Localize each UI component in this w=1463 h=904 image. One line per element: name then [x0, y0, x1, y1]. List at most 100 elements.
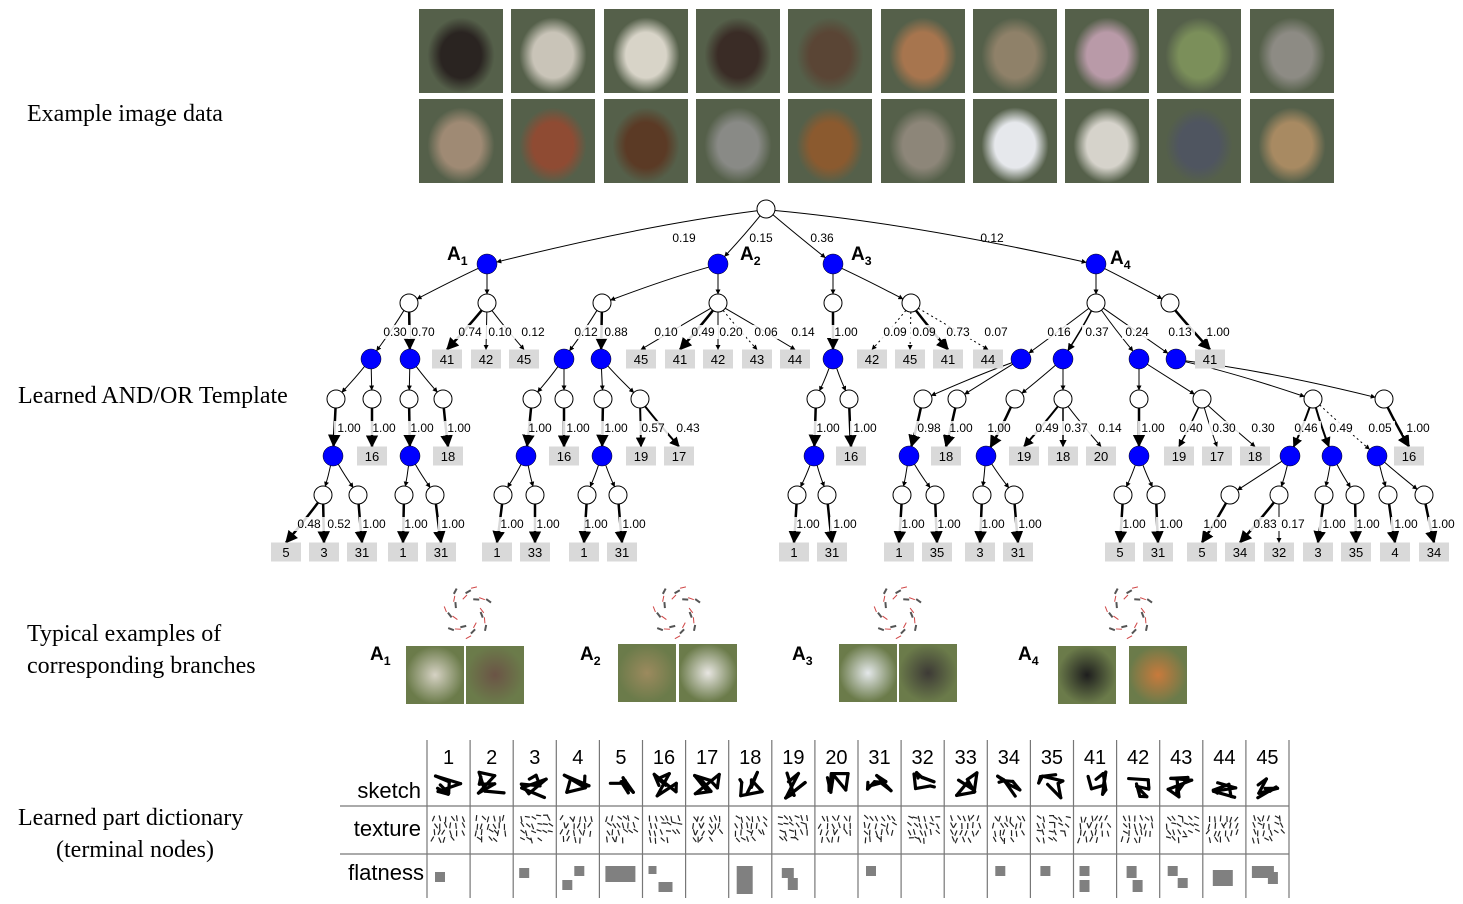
texture-stroke	[881, 816, 886, 822]
texture-stroke	[605, 836, 608, 843]
texture-stroke	[843, 815, 848, 822]
edge-probability-bg	[1119, 517, 1149, 531]
texture-stroke	[572, 830, 576, 837]
flatness-box	[1267, 872, 1278, 884]
texture-stroke	[1085, 836, 1088, 843]
sketch-template-a1	[443, 586, 492, 640]
texture-stroke	[698, 836, 704, 842]
sketch-stroke	[483, 789, 506, 795]
texture-stroke	[907, 829, 912, 836]
texture-stroke	[654, 815, 658, 822]
edge-probability: 0.48	[297, 517, 321, 531]
texture-stroke	[998, 815, 1001, 822]
terminal-label: 31	[434, 545, 448, 560]
terminal-label: 18	[441, 449, 455, 464]
texture-stroke	[800, 814, 804, 821]
texture-stroke	[1139, 814, 1144, 821]
texture-stroke	[717, 822, 721, 829]
flatness-box	[519, 868, 530, 878]
terminal-node	[357, 446, 387, 466]
edge-probability: 0.49	[691, 325, 715, 339]
terminal-label: 44	[981, 352, 995, 367]
texture-stroke	[675, 828, 681, 835]
texture-stroke	[825, 830, 829, 836]
texture-stroke	[520, 829, 526, 834]
sketch-stroke	[972, 771, 979, 794]
texture-stroke	[1128, 822, 1131, 829]
texture-stroke	[954, 837, 959, 844]
tree-edge	[914, 464, 931, 488]
texture-stroke	[622, 815, 628, 820]
sketch-stroke	[1101, 771, 1108, 792]
texture-stroke	[442, 836, 446, 843]
dictionary-row-label-texture: texture	[354, 816, 421, 841]
texture-stroke	[788, 821, 794, 826]
and-node	[898, 445, 920, 467]
edge-probability: 0.10	[488, 325, 512, 339]
texture-stroke	[692, 822, 695, 830]
terminal-label: 3	[320, 545, 327, 560]
tree-edge	[1336, 464, 1351, 488]
edge-probability: 0.10	[654, 325, 678, 339]
branch-label-subscript: 3	[806, 654, 813, 668]
sketch-cell-31	[865, 773, 893, 793]
texture-stroke	[1036, 836, 1041, 843]
sketch-stroke	[454, 601, 457, 609]
tree-edge	[772, 214, 826, 259]
sketch-stroke	[900, 628, 906, 635]
texture-stroke	[821, 815, 826, 822]
or-node	[1414, 485, 1434, 505]
texture-stroke	[1253, 828, 1257, 835]
texture-stroke	[504, 830, 507, 837]
texture-stroke	[632, 821, 636, 828]
or-node	[630, 389, 650, 409]
tree-edge	[341, 366, 365, 393]
template-label: Learned AND/OR Template	[18, 383, 288, 409]
edge-probability-bg	[1176, 421, 1206, 435]
flatness-box	[1079, 866, 1090, 876]
edge-probability: 0.46	[1294, 421, 1318, 435]
edge-probability: 1.00	[1394, 517, 1418, 531]
flatness-box	[435, 872, 445, 882]
dictionary-column-header: 4	[572, 747, 583, 769]
or-node	[1192, 389, 1212, 409]
texture-stroke	[455, 815, 458, 822]
and-node	[1052, 348, 1074, 370]
edge-probability-bg	[1015, 517, 1045, 531]
sketch-cell-2	[476, 770, 506, 795]
or-node	[1345, 485, 1365, 505]
edge-probability: 1.00	[937, 517, 961, 531]
texture-stroke	[1171, 815, 1176, 821]
dictionary-column-header: 18	[739, 747, 761, 769]
edge-probability-bg	[831, 325, 861, 339]
edge-probability: 0.07	[984, 325, 1008, 339]
texture-stroke	[493, 829, 499, 835]
sketch-stroke	[661, 615, 667, 620]
typical-photo-husky	[899, 644, 957, 702]
edge-probability-bg	[914, 421, 944, 435]
edge-probability: 1.00	[372, 421, 396, 435]
texture-stroke	[1094, 815, 1099, 821]
or-node	[1146, 485, 1166, 505]
branch-label-subscript: 1	[461, 254, 468, 268]
texture-stroke	[530, 837, 533, 844]
texture-stroke	[821, 836, 824, 843]
dictionary-column-header: 42	[1127, 747, 1149, 769]
texture-stroke	[999, 836, 1004, 842]
texture-stroke	[924, 823, 928, 830]
sketch-cell-16	[652, 772, 678, 798]
sketch-stroke	[662, 595, 665, 602]
terminal-node	[973, 349, 1003, 369]
texture-stroke	[962, 815, 966, 822]
texture-stroke	[694, 829, 699, 836]
texture-stroke	[1262, 822, 1265, 830]
texture-stroke	[1207, 823, 1211, 830]
texture-stroke	[441, 829, 446, 835]
tree-edge	[1147, 363, 1195, 395]
edge-probability: 1.00	[1159, 517, 1183, 531]
sketch-stroke	[895, 635, 902, 640]
texture-stroke	[735, 837, 741, 843]
sketch-stroke	[520, 777, 548, 790]
tree-edge	[589, 465, 599, 488]
edge-probability: 1.00	[853, 421, 877, 435]
